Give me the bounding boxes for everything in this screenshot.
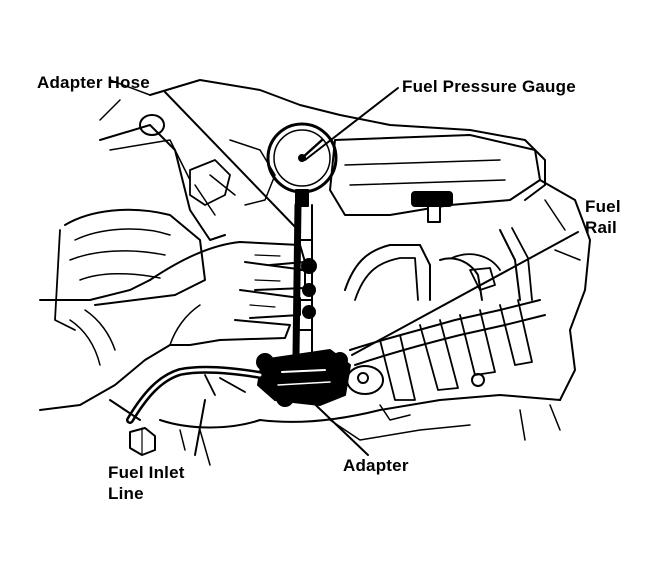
adapter-fitting (256, 349, 351, 407)
label-fuel-inlet-line2: Line (108, 484, 144, 503)
technician-arm (39, 279, 171, 411)
oil-cap (411, 191, 453, 223)
leader-fuel-inlet-line (194, 399, 206, 456)
leader-lines (164, 87, 579, 456)
leader-adapter-hose (164, 91, 301, 233)
leader-fuel-rail (351, 231, 579, 356)
leader-adapter (299, 389, 369, 456)
technician-hand (149, 241, 306, 346)
label-fuel-rail-line2: Rail (585, 218, 617, 237)
hex-nut (129, 427, 156, 456)
air-intake-duct (54, 208, 206, 331)
label-fuel-rail-line1: Fuel (585, 197, 621, 216)
label-adapter-hose: Adapter Hose (37, 73, 150, 92)
fuel-tubes (344, 227, 533, 301)
leader-fuel-pressure-gauge (304, 87, 399, 161)
engine-block (99, 79, 591, 401)
fuel-inlet-line (126, 365, 264, 424)
fuel-rail (346, 299, 546, 401)
fuel-pressure-gauge (266, 122, 338, 207)
lower-engine (109, 394, 561, 466)
label-fuel-pressure-gauge: Fuel Pressure Gauge (402, 77, 576, 96)
label-fuel-inlet-line1: Fuel Inlet (108, 463, 185, 482)
label-adapter: Adapter (343, 456, 409, 475)
